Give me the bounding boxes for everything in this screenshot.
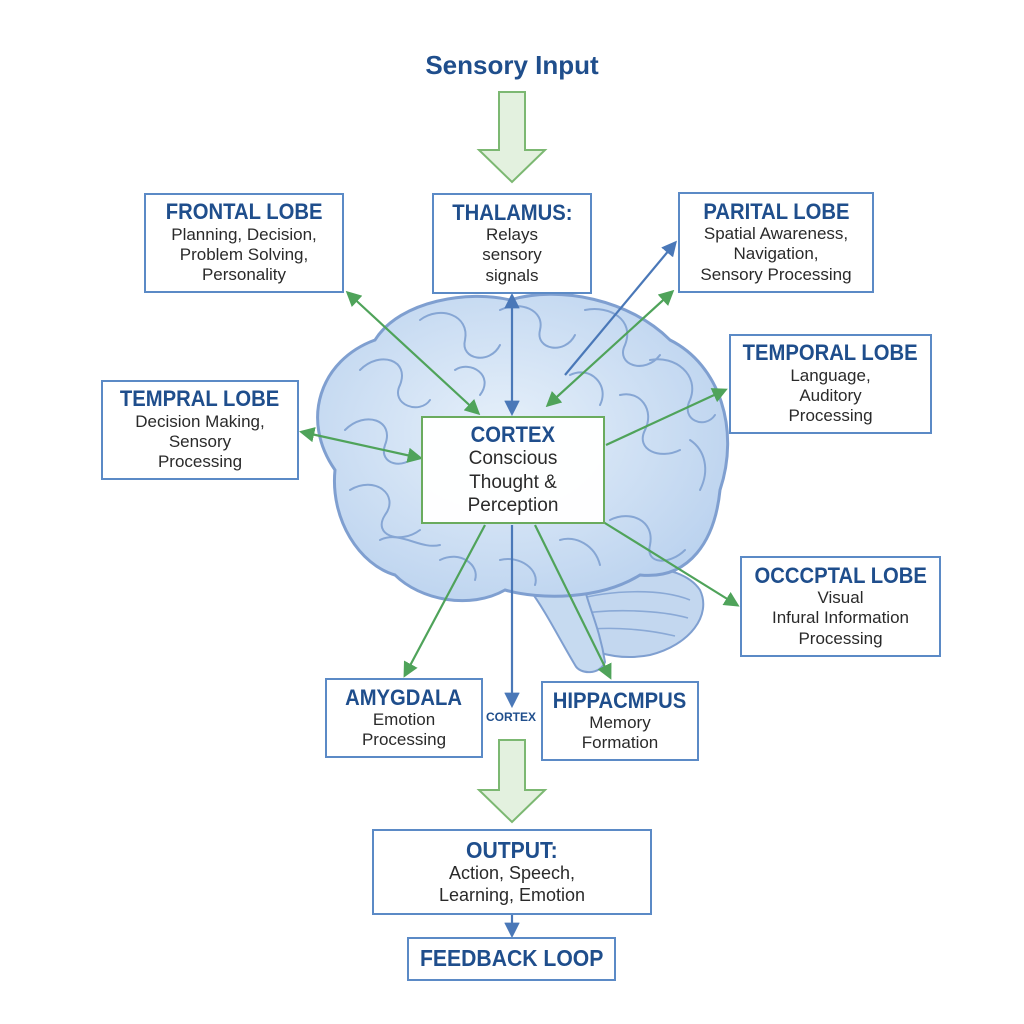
temporal-lobe-left-line: Sensory [168, 431, 232, 451]
occipital-lobe-line: Processing [798, 628, 883, 648]
cortex-box: CORTEX Conscious Thought & Perception [421, 416, 605, 524]
hippocampus-line: Formation [581, 733, 659, 753]
temporal-lobe-left-box: TEMPRAL LOBE Decision Making, Sensory Pr… [101, 380, 299, 480]
occipital-lobe-line: Infural Information [771, 608, 909, 628]
thalamus-box: THALAMUS: Relays sensory signals [432, 193, 592, 294]
temporal-lobe-left-title: TEMPRAL LOBE [120, 386, 280, 412]
cortex-title: CORTEX [470, 422, 556, 448]
arrow-cortex-hippocampus [534, 524, 612, 680]
frontal-lobe-title: FRONTAL LOBE [165, 199, 323, 225]
arrow-cortex-amygdala [403, 524, 486, 678]
hippocampus-box: HIPPACMPUS Memory Formation [541, 681, 699, 761]
thalamus-line: sensory [482, 245, 542, 265]
hippocampus-line: Memory [589, 712, 651, 732]
output-box: OUTPUT: Action, Speech, Learning, Emotio… [372, 829, 652, 915]
cortex-small-label: CORTEX [486, 710, 537, 724]
amygdala-line: Processing [361, 730, 447, 750]
arrow-temporal-left-cortex [298, 427, 424, 463]
arrow-cortex-occipital [599, 519, 740, 607]
feedback-loop-title: FEEDBACK LOOP [419, 945, 604, 972]
amygdala-line: Emotion [372, 709, 436, 729]
temporal-lobe-right-box: TEMPORAL LOBE Language, Auditory Process… [729, 334, 932, 434]
occipital-lobe-line: Visual [817, 588, 864, 607]
parietal-lobe-line: Sensory Processing [700, 264, 852, 284]
thalamus-title: THALAMUS: [451, 199, 573, 225]
amygdala-box: AMYGDALA Emotion Processing [325, 678, 483, 758]
hippocampus-title: HIPPACMPUS [553, 687, 687, 713]
temporal-lobe-right-line: Processing [788, 406, 873, 426]
frontal-lobe-box: FRONTAL LOBE Planning, Decision, Problem… [144, 193, 344, 293]
parietal-lobe-title: PARITAL LOBE [702, 198, 850, 224]
arrow-frontal-cortex [345, 290, 481, 416]
diagram-title: Sensory Input [425, 50, 599, 80]
feedback-loop-box: FEEDBACK LOOP [407, 937, 616, 981]
brainstem-shape [528, 589, 607, 674]
cortex-line: Conscious [468, 448, 558, 470]
down-block-arrow-bottom [476, 739, 548, 824]
temporal-lobe-right-line: Auditory [799, 385, 862, 405]
temporal-lobe-left-line: Decision Making, [135, 411, 265, 431]
cortex-line: Perception [467, 494, 559, 516]
occipital-lobe-title: OCCCPTAL LOBE [754, 562, 927, 588]
parietal-lobe-line: Navigation, [733, 244, 819, 264]
parietal-lobe-box: PARITAL LOBE Spatial Awareness, Navigati… [678, 192, 874, 293]
temporal-lobe-right-title: TEMPORAL LOBE [742, 340, 919, 366]
frontal-lobe-line: Problem Solving, [179, 244, 309, 264]
cortex-line: Thought & [469, 471, 557, 493]
temporal-lobe-left-line: Processing [157, 452, 243, 472]
arrow-parietal-cortex [545, 289, 675, 408]
occipital-lobe-box: OCCCPTAL LOBE Visual Infural Information… [740, 556, 941, 657]
output-line: Learning, Emotion [438, 884, 586, 905]
thalamus-line: signals [485, 265, 539, 285]
frontal-lobe-line: Planning, Decision, [171, 224, 317, 244]
amygdala-title: AMYGDALA [345, 684, 463, 710]
output-line: Action, Speech, [448, 863, 576, 884]
thalamus-line: Relays [486, 225, 538, 244]
temporal-lobe-right-line: Language, [790, 365, 871, 385]
arrow-cortex-temporal-right [605, 388, 728, 446]
frontal-lobe-line: Personality [201, 265, 287, 285]
parietal-lobe-line: Spatial Awareness, [703, 224, 849, 243]
down-block-arrow-top [476, 91, 548, 184]
output-title: OUTPUT: [466, 836, 558, 863]
